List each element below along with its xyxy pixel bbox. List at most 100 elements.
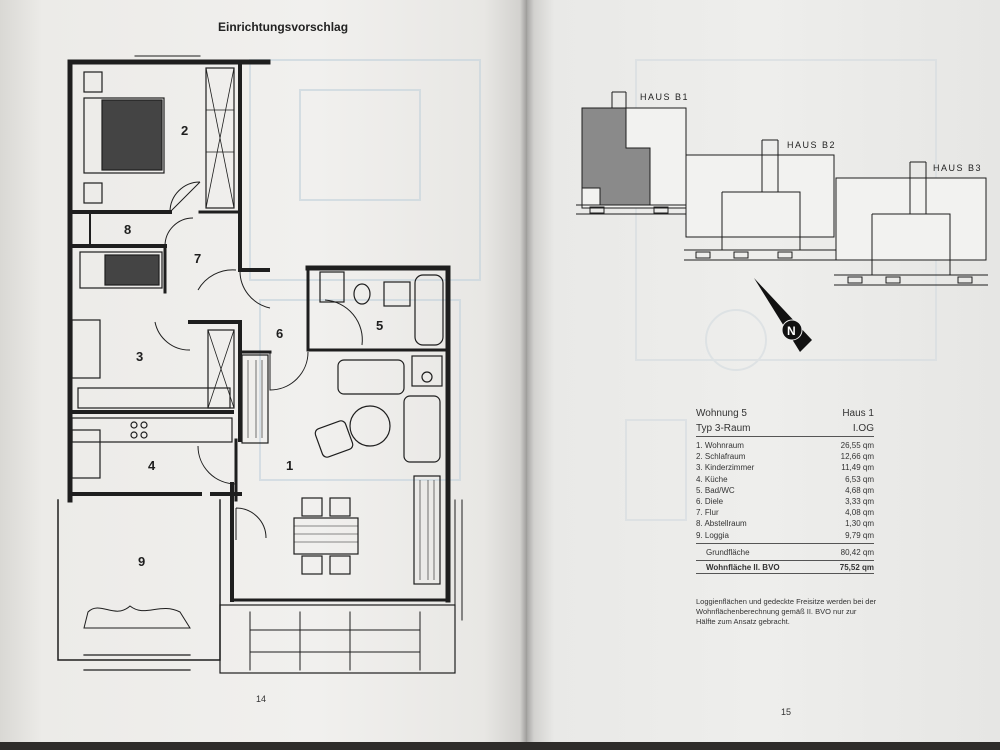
footnote: Loggienflächen und gedeckte Freisitze we…: [696, 597, 877, 626]
side-table: [411, 355, 443, 387]
wall-bath: [306, 266, 450, 352]
bathtub: [414, 274, 444, 346]
room-area: 3,33 qm: [845, 496, 874, 506]
table-row: 4. Küche 6,53 qm: [696, 474, 874, 485]
wohnflaeche-value: 75,52 qm: [839, 562, 874, 572]
room-area: 26,55 qm: [840, 441, 874, 450]
wall-right: [305, 265, 451, 603]
planter: [83, 605, 191, 629]
room-name: 5. Bad/WC: [696, 485, 735, 495]
kitchen-unit: [71, 429, 101, 479]
room-number-1: 1: [286, 458, 293, 473]
shelf: [77, 387, 231, 409]
room-number-8: 8: [124, 222, 131, 237]
doors: [154, 181, 363, 540]
table-row: 3. Kinderzimmer 11,49 qm: [696, 462, 874, 473]
sink: [383, 281, 411, 307]
double-bed: [83, 97, 165, 174]
terrace: [219, 604, 456, 674]
room-name: 9. Loggia: [696, 530, 729, 540]
single-bed: [79, 251, 163, 289]
show-through-plan: [249, 59, 481, 481]
loggia-rail: [83, 654, 191, 671]
room-number-2: 2: [181, 123, 188, 138]
desk: [71, 319, 101, 379]
sofa-top: [337, 359, 405, 395]
wardrobe-bedroom: [205, 67, 235, 209]
floor-plan: 1 2 3 4 5 6 7 8 9: [57, 55, 481, 674]
north-arrow: N: [754, 278, 812, 352]
label-haus-b2: HAUS B2: [787, 140, 837, 150]
table-row: 9. Loggia 9,79 qm: [696, 530, 874, 541]
north-letter: N: [787, 324, 796, 338]
toilet: [353, 283, 371, 305]
room-area: 4,68 qm: [845, 485, 874, 495]
bed-covers: [101, 99, 163, 171]
table-row: 8. Abstellraum 1,30 qm: [696, 518, 874, 529]
loggia-outline: [57, 499, 221, 661]
room-name: 7. Flur: [696, 508, 719, 518]
page-number-right: 15: [781, 707, 792, 717]
label-haus-b3: HAUS B3: [933, 163, 983, 173]
site-plan: N: [576, 59, 988, 521]
show-through-plan-right: [625, 59, 937, 521]
left-page: [0, 0, 526, 742]
room-area: 12,66 qm: [840, 452, 874, 462]
room-rows: 1. Wohnraum 26,55 qm 2. Schlafraum 12,66 q…: [696, 440, 874, 541]
sofa-right: [403, 395, 441, 463]
room-number-7: 7: [194, 251, 201, 266]
room-name: 3. Kinderzimmer: [696, 463, 755, 473]
grundflaeche-row: Grundfläche 80,42 qm: [696, 542, 874, 558]
dining-table: [293, 517, 359, 555]
room-name: 1. Wohnraum: [696, 441, 744, 450]
house-b1: [576, 91, 687, 215]
room-name: 2. Schlafraum: [696, 452, 746, 462]
wall-bedroom-right: [238, 60, 270, 272]
table-header: Wohnung 5 Haus 1: [696, 406, 874, 422]
table-row: 1. Wohnraum 26,55 qm: [696, 440, 874, 451]
coffee-table: [349, 405, 391, 447]
house-b3: [834, 161, 988, 286]
page-number-left: 14: [256, 694, 267, 704]
wohnflaeche-label: Wohnfläche II. BVO: [706, 562, 780, 572]
terrace-slats: [249, 611, 421, 671]
room-area: 9,79 qm: [845, 530, 874, 540]
wohnflaeche-row: Wohnfläche II. BVO 75,52 qm: [696, 559, 874, 575]
shelf-living: [241, 354, 269, 444]
label-haus-b1: HAUS B1: [640, 92, 690, 102]
house-label: Haus 1: [842, 408, 874, 419]
grundflaeche-label: Grundfläche: [706, 547, 750, 557]
room-area: 1,30 qm: [845, 519, 874, 529]
furniture: [71, 67, 444, 629]
room-name: 8. Abstellraum: [696, 519, 747, 529]
room-number-4: 4: [148, 458, 156, 473]
table-row: 6. Diele 3,33 qm: [696, 496, 874, 507]
room-name: 6. Diele: [696, 496, 724, 506]
room-number-5: 5: [376, 318, 383, 333]
table-row: 5. Bad/WC 4,68 qm: [696, 485, 874, 496]
table-row: 7. Flur 4,08 qm: [696, 507, 874, 518]
sideboard: [413, 475, 441, 585]
book-gutter: [520, 0, 534, 742]
room-number-labels: 1 2 3 4 5 6 7 8 9: [124, 123, 383, 569]
room-number-9: 9: [138, 554, 145, 569]
house-b2: [684, 139, 836, 261]
wall-hall-kid: [188, 320, 242, 442]
grundflaeche-value: 80,42 qm: [840, 547, 874, 557]
room-area: 6,53 qm: [845, 474, 874, 484]
apartment-title: Wohnung 5: [696, 408, 747, 419]
armchair: [314, 420, 354, 458]
room-name: 4. Küche: [696, 474, 728, 484]
room-area: 4,08 qm: [845, 508, 874, 518]
plan-heading: Einrichtungsvorschlag: [218, 20, 349, 34]
balcony-edge: [454, 499, 463, 621]
room-area: 11,49 qm: [841, 463, 874, 473]
room-number-6: 6: [276, 326, 283, 341]
room-number-3: 3: [136, 349, 143, 364]
apartment-type: Typ 3-Raum: [696, 423, 751, 434]
area-table: Wohnung 5 Haus 1 Typ 3-Raum I.OG 1. Wohn…: [696, 406, 874, 575]
floor-label: I.OG: [852, 423, 874, 434]
window-top: [134, 55, 201, 61]
table-row: 2. Schlafraum 12,66 qm: [696, 451, 874, 462]
table-subheader: Typ 3-Raum I.OG: [696, 422, 874, 437]
